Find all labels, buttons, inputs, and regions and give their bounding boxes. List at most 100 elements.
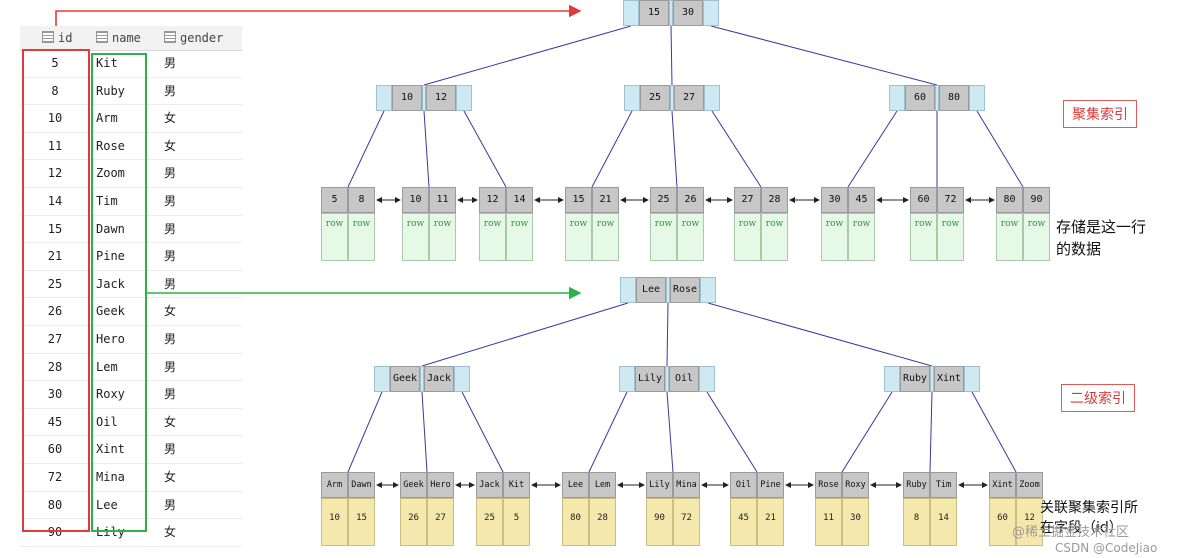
column-header-id[interactable]: id (42, 26, 72, 50)
column-icon (164, 31, 176, 43)
cell-id: 10 (47, 111, 63, 126)
pointer-slot (935, 85, 939, 111)
leaf-value: 80 (562, 498, 589, 546)
cell-gender: 男 (164, 497, 177, 512)
tree-edge (423, 25, 632, 86)
leaf-value: 14 (930, 498, 957, 546)
leaf-key: Arm (321, 472, 348, 498)
secondary-note: 关联聚集索引所 在字段（id） (1040, 498, 1138, 538)
leaf-key: Lily (646, 472, 673, 498)
cell-name: Tim (96, 193, 118, 208)
pointer-slot (884, 366, 900, 392)
leaf-value: row (402, 213, 429, 261)
table-header: id name gender (20, 26, 242, 51)
cell-name: Mina (96, 469, 125, 484)
leaf-value: row (650, 213, 677, 261)
node-key: 30 (673, 0, 703, 26)
tree-edge (666, 302, 669, 367)
tree-edge (588, 391, 628, 473)
leaf-value: row (996, 213, 1023, 261)
tree-edge (423, 110, 430, 188)
cell-name: Kit (96, 56, 118, 70)
cell-name: Geek (96, 304, 125, 319)
tree-edge (591, 110, 633, 188)
leaf-value: 12 (1016, 498, 1043, 546)
cell-gender: 男 (164, 331, 177, 346)
node-key: 60 (905, 85, 935, 111)
tree-edge (671, 110, 678, 188)
tree-edge (347, 391, 383, 473)
leaf-value: 72 (673, 498, 700, 546)
cell-id: 90 (47, 525, 63, 540)
leaf-key: 30 (821, 187, 848, 213)
cell-id: 14 (47, 193, 63, 208)
leaf-key: 26 (677, 187, 704, 213)
column-header-gender[interactable]: gender (164, 26, 223, 50)
leaf-value: row (734, 213, 761, 261)
leaf-key: 11 (429, 187, 456, 213)
leaf-value: row (321, 213, 348, 261)
leaf-value: 90 (646, 498, 673, 546)
leaf-value: 8 (903, 498, 930, 546)
node-key: 27 (674, 85, 704, 111)
cell-gender: 男 (164, 83, 177, 98)
pointer-slot (930, 366, 934, 392)
leaf-value: 15 (348, 498, 375, 546)
leaf-key: 21 (592, 187, 619, 213)
tree-edge (707, 302, 933, 367)
cell-id: 26 (47, 304, 63, 319)
cell-gender: 男 (164, 276, 177, 291)
node-key: 12 (426, 85, 456, 111)
cell-id: 8 (51, 83, 59, 98)
leaf-key: 45 (848, 187, 875, 213)
leaf-key: Zoom (1016, 472, 1043, 498)
leaf-key: Mina (673, 472, 700, 498)
cell-id: 5 (51, 56, 59, 70)
leaf-value: 30 (842, 498, 869, 546)
leaf-key: Pine (757, 472, 784, 498)
tree-edge (711, 110, 762, 188)
leaf-value: row (910, 213, 937, 261)
node-key: Ruby (900, 366, 930, 392)
leaf-value: 21 (757, 498, 784, 546)
pointer-slot (422, 85, 426, 111)
leaf-key: Hero (427, 472, 454, 498)
column-header-name[interactable]: name (96, 26, 141, 50)
key-column-icon (42, 31, 54, 43)
cell-id: 72 (47, 469, 63, 484)
cell-name: Jack (96, 276, 125, 291)
pointer-slot (964, 366, 980, 392)
cell-gender: 男 (164, 221, 177, 236)
leaf-key: 90 (1023, 187, 1050, 213)
node-key: Rose (670, 277, 700, 303)
secondary-index-tag: 二级索引 (1061, 384, 1135, 412)
name-column-highlight (91, 53, 147, 532)
